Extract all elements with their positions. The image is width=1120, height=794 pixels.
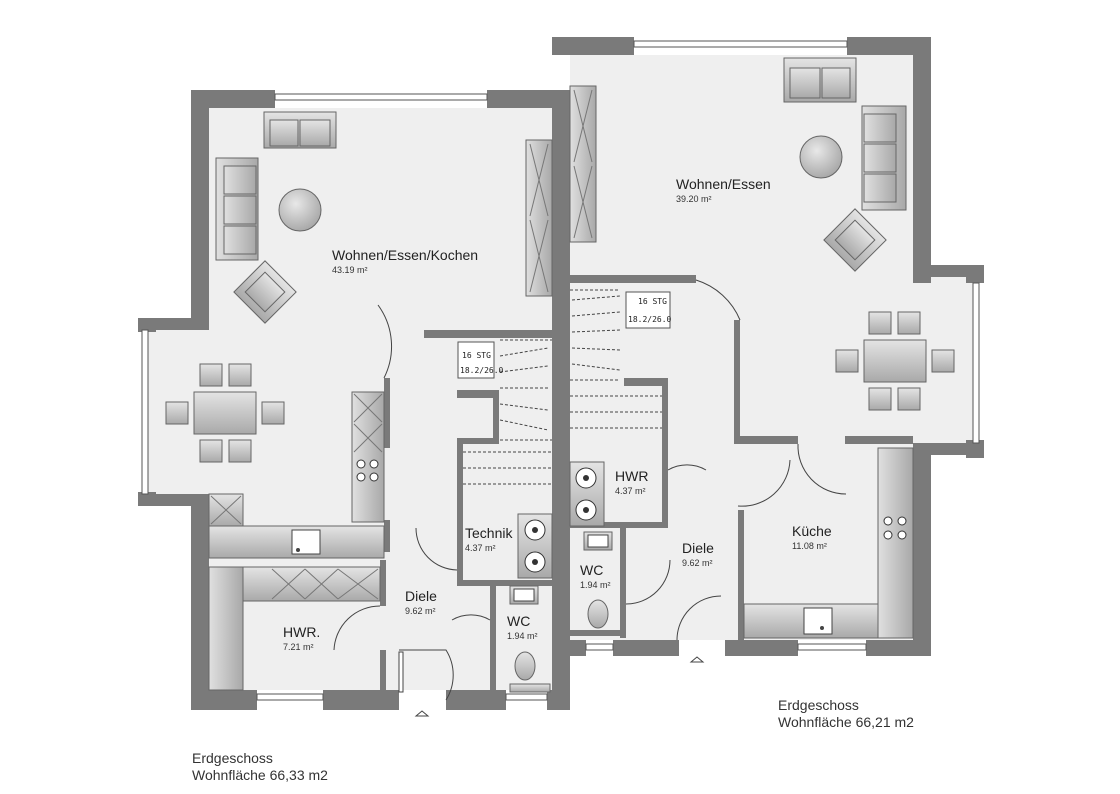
- room-area-right-diele: 9.62 m²: [682, 558, 713, 568]
- caption-left-floor: Erdgeschoss: [192, 750, 273, 766]
- sofa-top-left: [263, 111, 337, 149]
- coffee-table-right: [799, 135, 843, 179]
- left-walls: [138, 90, 570, 710]
- room-name-left-hwr: HWR.: [283, 624, 320, 640]
- room-name-left-diele: Diele: [405, 588, 437, 604]
- stair-steps-right: 16 STG: [638, 297, 667, 306]
- wc-fixtures-right: [583, 531, 613, 629]
- room-area-left-diele: 9.62 m²: [405, 606, 436, 616]
- sofa-side-right: [861, 105, 907, 211]
- room-area-right-wc: 1.94 m²: [580, 580, 611, 590]
- sofa-side-left: [215, 157, 259, 261]
- room-name-left-wohnen: Wohnen/Essen/Kochen: [332, 247, 478, 263]
- room-area-left-technik: 4.37 m²: [465, 543, 496, 553]
- room-name-right-kueche: Küche: [792, 523, 832, 539]
- caption-left-area: Wohnfläche 66,33 m2: [192, 767, 328, 783]
- room-name-left-technik: Technik: [465, 525, 513, 541]
- doors-right: [625, 279, 847, 663]
- room-name-right-hwr: HWR: [615, 468, 648, 484]
- left-inner-walls: [380, 330, 552, 690]
- dining-set-left: [165, 363, 285, 463]
- hwr-units-right: [569, 461, 605, 527]
- right-floor: [570, 55, 913, 640]
- right-windows: [585, 40, 980, 651]
- stair-label-box-left: [457, 341, 495, 379]
- doors-left: [333, 304, 491, 717]
- cooktop-left: [356, 459, 379, 482]
- hwr-cabinets-left: [208, 566, 381, 691]
- room-area-left-hwr: 7.21 m²: [283, 642, 314, 652]
- room-name-left-wc: WC: [507, 613, 530, 629]
- caption-left-unit: Erdgeschoss Wohnfläche 66,33 m2: [192, 750, 328, 784]
- armchair-right: [823, 208, 887, 272]
- kitchen-right: [743, 447, 914, 639]
- room-name-right-wc: WC: [580, 562, 603, 578]
- caption-right-area: Wohnfläche 66,21 m2: [778, 714, 914, 730]
- left-unit: 16 STG 18.2/26.0: [138, 90, 570, 717]
- right-unit: 16 STG 18.2/26.0: [552, 37, 984, 663]
- stair-ratio-left: 18.2/26.0: [460, 366, 504, 375]
- coffee-table-left: [278, 188, 322, 232]
- left-windows: [141, 93, 548, 701]
- right-inner-walls: [570, 275, 913, 640]
- armchair-left: [233, 260, 297, 324]
- stair-ratio-right: 18.2/26.0: [628, 315, 672, 324]
- wc-fixtures-left: [509, 585, 551, 693]
- room-area-left-wc: 1.94 m²: [507, 631, 538, 641]
- room-area-right-hwr: 4.37 m²: [615, 486, 646, 496]
- room-name-right-wohnen: Wohnen/Essen: [676, 176, 771, 192]
- room-area-left-wohnen: 43.19 m²: [332, 265, 368, 275]
- right-room-labels: Wohnen/Essen 39.20 m² HWR 4.37 m² WC 1.9…: [580, 176, 832, 590]
- room-name-right-diele: Diele: [682, 540, 714, 556]
- room-area-right-kueche: 11.08 m²: [792, 541, 827, 551]
- stair-label-box-right: [625, 291, 671, 329]
- kitchen-left: [208, 391, 385, 559]
- technik-units-left: [517, 513, 553, 579]
- stair-steps-left: 16 STG: [462, 351, 491, 360]
- wardrobe-right: [569, 85, 597, 243]
- left-room-labels: Wohnen/Essen/Kochen 43.19 m² Technik 4.3…: [283, 247, 538, 652]
- wardrobe-left: [525, 139, 553, 297]
- sofa-top-right: [783, 57, 857, 103]
- stairs-left: [463, 339, 552, 485]
- caption-right-unit: Erdgeschoss Wohnfläche 66,21 m2: [778, 697, 914, 731]
- stairs-right: [570, 289, 662, 429]
- caption-right-floor: Erdgeschoss: [778, 697, 859, 713]
- room-area-right-wohnen: 39.20 m²: [676, 194, 712, 204]
- dining-set-right: [835, 311, 955, 411]
- right-walls: [552, 37, 984, 656]
